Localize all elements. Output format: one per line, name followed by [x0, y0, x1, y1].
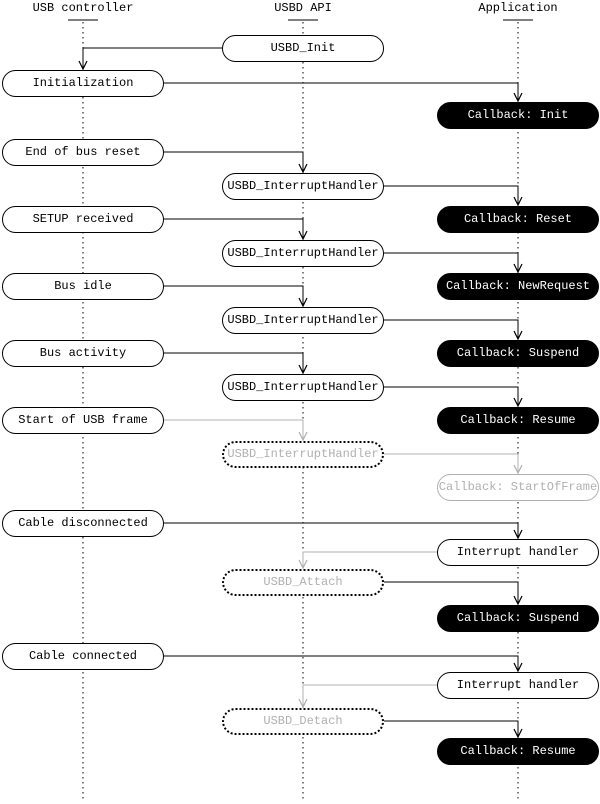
- arrowhead-cb-resume-1: [513, 397, 523, 408]
- node-label: USBD_InterruptHandler: [227, 246, 379, 260]
- node-label: USBD_Init: [270, 41, 336, 55]
- node-interrupt-handler-2: Interrupt handler: [437, 671, 599, 699]
- node-bus-idle: Bus idle: [2, 272, 164, 300]
- node-cb-init: Callback: Init: [437, 101, 599, 129]
- arrowhead-cb-reset: [513, 196, 523, 207]
- edge-usbd-ih-4-to-cb-resume-1: [384, 386, 519, 406]
- node-end-of-bus-reset: End of bus reset: [2, 138, 164, 166]
- lane-label-usb-controller: USB controller: [32, 1, 134, 15]
- node-label: Callback: Suspend: [456, 346, 580, 360]
- node-usbd-detach: USBD_Detach: [222, 707, 384, 735]
- node-cb-resume-1: Callback: Resume: [437, 406, 599, 434]
- edge-interrupt-handler-1-to-usbd-attach: [302, 551, 437, 568]
- arrowhead-usbd-ih-3: [298, 297, 308, 308]
- node-label: Callback: Resume: [460, 744, 576, 758]
- edge-usbd-ih-1-to-cb-reset: [384, 185, 519, 205]
- node-label: Callback: Reset: [463, 212, 573, 226]
- lane-label-application: Application: [478, 1, 558, 15]
- node-cb-suspend-2: Callback: Suspend: [437, 604, 599, 632]
- node-label: Callback: StartOfFrame: [438, 480, 598, 494]
- arrowhead-usbd-ih-5: [298, 431, 308, 442]
- arrowhead-cb-newrequest: [513, 263, 523, 274]
- node-usbd-ih-3: USBD_InterruptHandler: [222, 306, 384, 334]
- edge-setup-received-to-usbd-ih-2: [164, 218, 304, 239]
- arrowhead-usbd-ih-4: [298, 364, 308, 375]
- node-interrupt-handler-1: Interrupt handler: [437, 538, 599, 566]
- node-label: USBD_InterruptHandler: [227, 313, 379, 327]
- node-label: USBD_InterruptHandler: [227, 380, 379, 394]
- node-start-of-usb-frame: Start of USB frame: [2, 406, 164, 434]
- node-label: Bus activity: [39, 346, 127, 360]
- node-label: Interrupt handler: [456, 545, 580, 559]
- edge-end-of-bus-reset-to-usbd-ih-1: [164, 151, 304, 172]
- node-usbd-ih-4: USBD_InterruptHandler: [222, 373, 384, 401]
- node-label: USBD_InterruptHandler: [227, 447, 379, 461]
- node-label: Bus idle: [54, 279, 112, 293]
- node-label: Callback: Suspend: [456, 611, 580, 625]
- arrowhead-interrupt-handler-2: [513, 662, 523, 673]
- node-label: Callback: Resume: [460, 413, 576, 427]
- node-cb-suspend-1: Callback: Suspend: [437, 339, 599, 367]
- edge-usbd-ih-3-to-cb-suspend-1: [384, 319, 519, 339]
- edge-usbd-ih-5-to-cb-startofframe: [384, 453, 519, 473]
- node-label: Start of USB frame: [18, 413, 148, 427]
- node-label: Cable connected: [28, 649, 138, 663]
- node-setup-received: SETUP received: [2, 205, 164, 233]
- node-label: USBD_Detach: [263, 714, 343, 728]
- edge-usbd-ih-2-to-cb-newrequest: [384, 252, 519, 272]
- edge-cable-disconnected-to-interrupt-handler-1: [164, 522, 519, 538]
- node-label: USBD_InterruptHandler: [227, 179, 379, 193]
- node-cable-disconnected: Cable disconnected: [2, 509, 164, 537]
- node-label: End of bus reset: [25, 145, 141, 159]
- arrowhead-usbd-ih-2: [298, 230, 308, 241]
- node-label: SETUP received: [32, 212, 134, 226]
- arrowhead-cb-resume-2: [513, 728, 523, 739]
- node-cb-reset: Callback: Reset: [437, 205, 599, 233]
- node-usbd-init: USBD_Init: [222, 34, 384, 62]
- node-bus-activity: Bus activity: [2, 339, 164, 367]
- node-initialization: Initialization: [2, 69, 164, 97]
- edge-bus-activity-to-usbd-ih-4: [164, 352, 304, 373]
- edge-usbd-attach-to-cb-suspend-2: [384, 581, 519, 604]
- edge-interrupt-handler-2-to-usbd-detach: [302, 684, 437, 707]
- arrowhead-cb-suspend-1: [513, 330, 523, 341]
- edge-bus-idle-to-usbd-ih-3: [164, 285, 304, 306]
- edge-usbd-init-to-initialization: [82, 47, 222, 69]
- node-label: Cable disconnected: [18, 516, 148, 530]
- arrowhead-usbd-attach: [298, 559, 308, 570]
- arrowhead-usbd-detach: [298, 698, 308, 709]
- edge-usbd-detach-to-cb-resume-2: [384, 720, 519, 737]
- node-label: Interrupt handler: [456, 678, 580, 692]
- node-cb-startofframe: Callback: StartOfFrame: [437, 473, 599, 501]
- node-usbd-attach: USBD_Attach: [222, 568, 384, 596]
- arrowhead-cb-suspend-2: [513, 595, 523, 606]
- arrowhead-cb-init: [513, 92, 523, 103]
- node-cb-resume-2: Callback: Resume: [437, 737, 599, 765]
- node-usbd-ih-2: USBD_InterruptHandler: [222, 239, 384, 267]
- node-label: USBD_Attach: [263, 575, 343, 589]
- edge-initialization-to-cb-init: [164, 82, 519, 101]
- arrowhead-initialization: [78, 60, 88, 71]
- arrowhead-interrupt-handler-1: [513, 529, 523, 540]
- node-cb-newrequest: Callback: NewRequest: [437, 272, 599, 300]
- node-usbd-ih-1: USBD_InterruptHandler: [222, 172, 384, 200]
- lane-label-usbd-api: USBD API: [274, 1, 332, 15]
- edge-cable-connected-to-interrupt-handler-2: [164, 655, 519, 671]
- node-usbd-ih-5: USBD_InterruptHandler: [222, 440, 384, 468]
- arrowhead-cb-startofframe: [513, 464, 523, 475]
- arrowhead-usbd-ih-1: [298, 163, 308, 174]
- node-label: Callback: Init: [467, 108, 569, 122]
- edge-start-of-usb-frame-to-usbd-ih-5: [164, 419, 304, 440]
- node-cable-connected: Cable connected: [2, 642, 164, 670]
- node-label: Initialization: [32, 76, 134, 90]
- node-label: Callback: NewRequest: [445, 279, 591, 293]
